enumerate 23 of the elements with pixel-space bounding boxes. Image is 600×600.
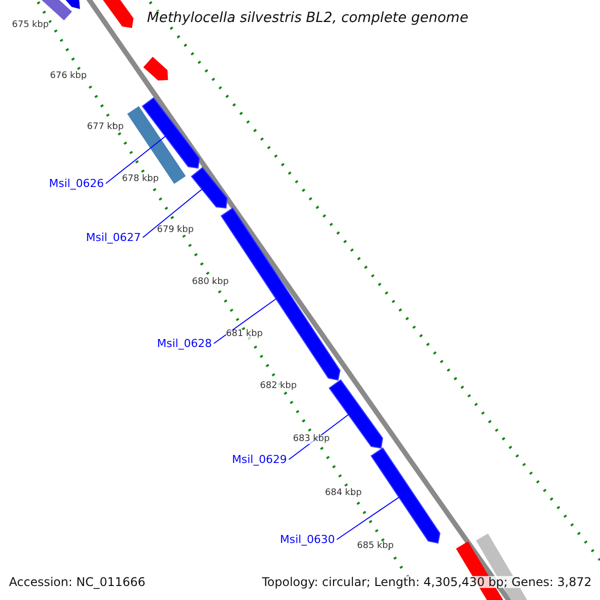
gene-label: Msil_0627 xyxy=(86,232,141,243)
scale-label: 681 kbp xyxy=(226,330,263,339)
scale-label: 683 kbp xyxy=(293,435,330,444)
scale-label: 680 kbp xyxy=(192,278,229,287)
leader-line xyxy=(213,298,276,344)
gene-label: Msil_0626 xyxy=(49,178,104,189)
info-text: Accession: NC_011666 xyxy=(9,576,146,588)
leader-line xyxy=(336,496,400,540)
gene-label: Msil_0629 xyxy=(232,454,287,465)
scale-label: 679 kbp xyxy=(157,226,194,235)
gene-label: Msil_0628 xyxy=(157,338,212,349)
scale-label: 685 kbp xyxy=(357,542,394,551)
gene-feature xyxy=(190,166,228,209)
leader-line xyxy=(142,188,202,238)
title: Methylocella silvestris BL2, complete genome xyxy=(147,11,468,25)
info-text: Topology: circular; Length: 4,305,430 bp; Genes: 3,872 xyxy=(262,576,592,588)
scale-label: 678 kbp xyxy=(122,175,159,184)
gene-feature xyxy=(142,97,200,169)
leader-line xyxy=(105,136,166,184)
scale-label: 675 kbp xyxy=(12,21,49,30)
scale-label: 676 kbp xyxy=(50,72,87,81)
gene-feature xyxy=(328,379,384,449)
gene-label: Msil_0630 xyxy=(280,534,335,545)
